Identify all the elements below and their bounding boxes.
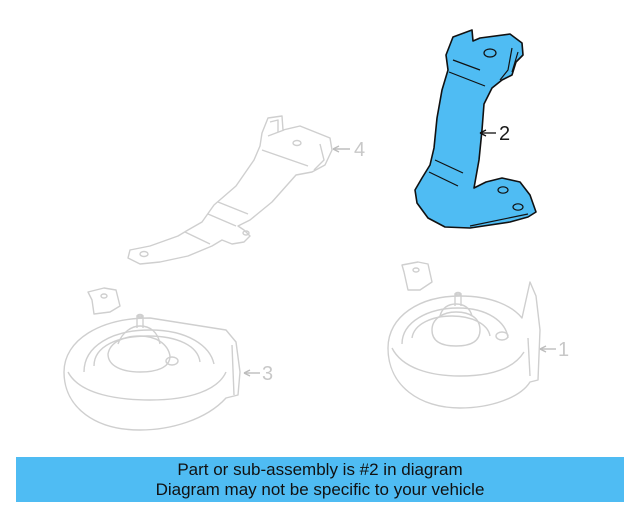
info-banner: Part or sub-assembly is #2 in diagram Di… [16,457,624,502]
part-1-horn[interactable] [387,261,556,409]
callout-label-1: 1 [558,339,570,361]
part-3-horn[interactable] [63,287,260,431]
part-4-bracket[interactable] [127,115,350,265]
banner-part-note: Part or sub-assembly is #2 in diagram [177,459,463,479]
callout-label-4: 4 [354,139,366,161]
part-2-bracket-highlighted[interactable] [414,29,537,229]
callout-label-2: 2 [499,123,511,145]
banner-disclaimer: Diagram may not be specific to your vehi… [155,479,485,499]
part-2-leader-arrow [479,129,496,137]
callout-label-3: 3 [262,363,274,385]
